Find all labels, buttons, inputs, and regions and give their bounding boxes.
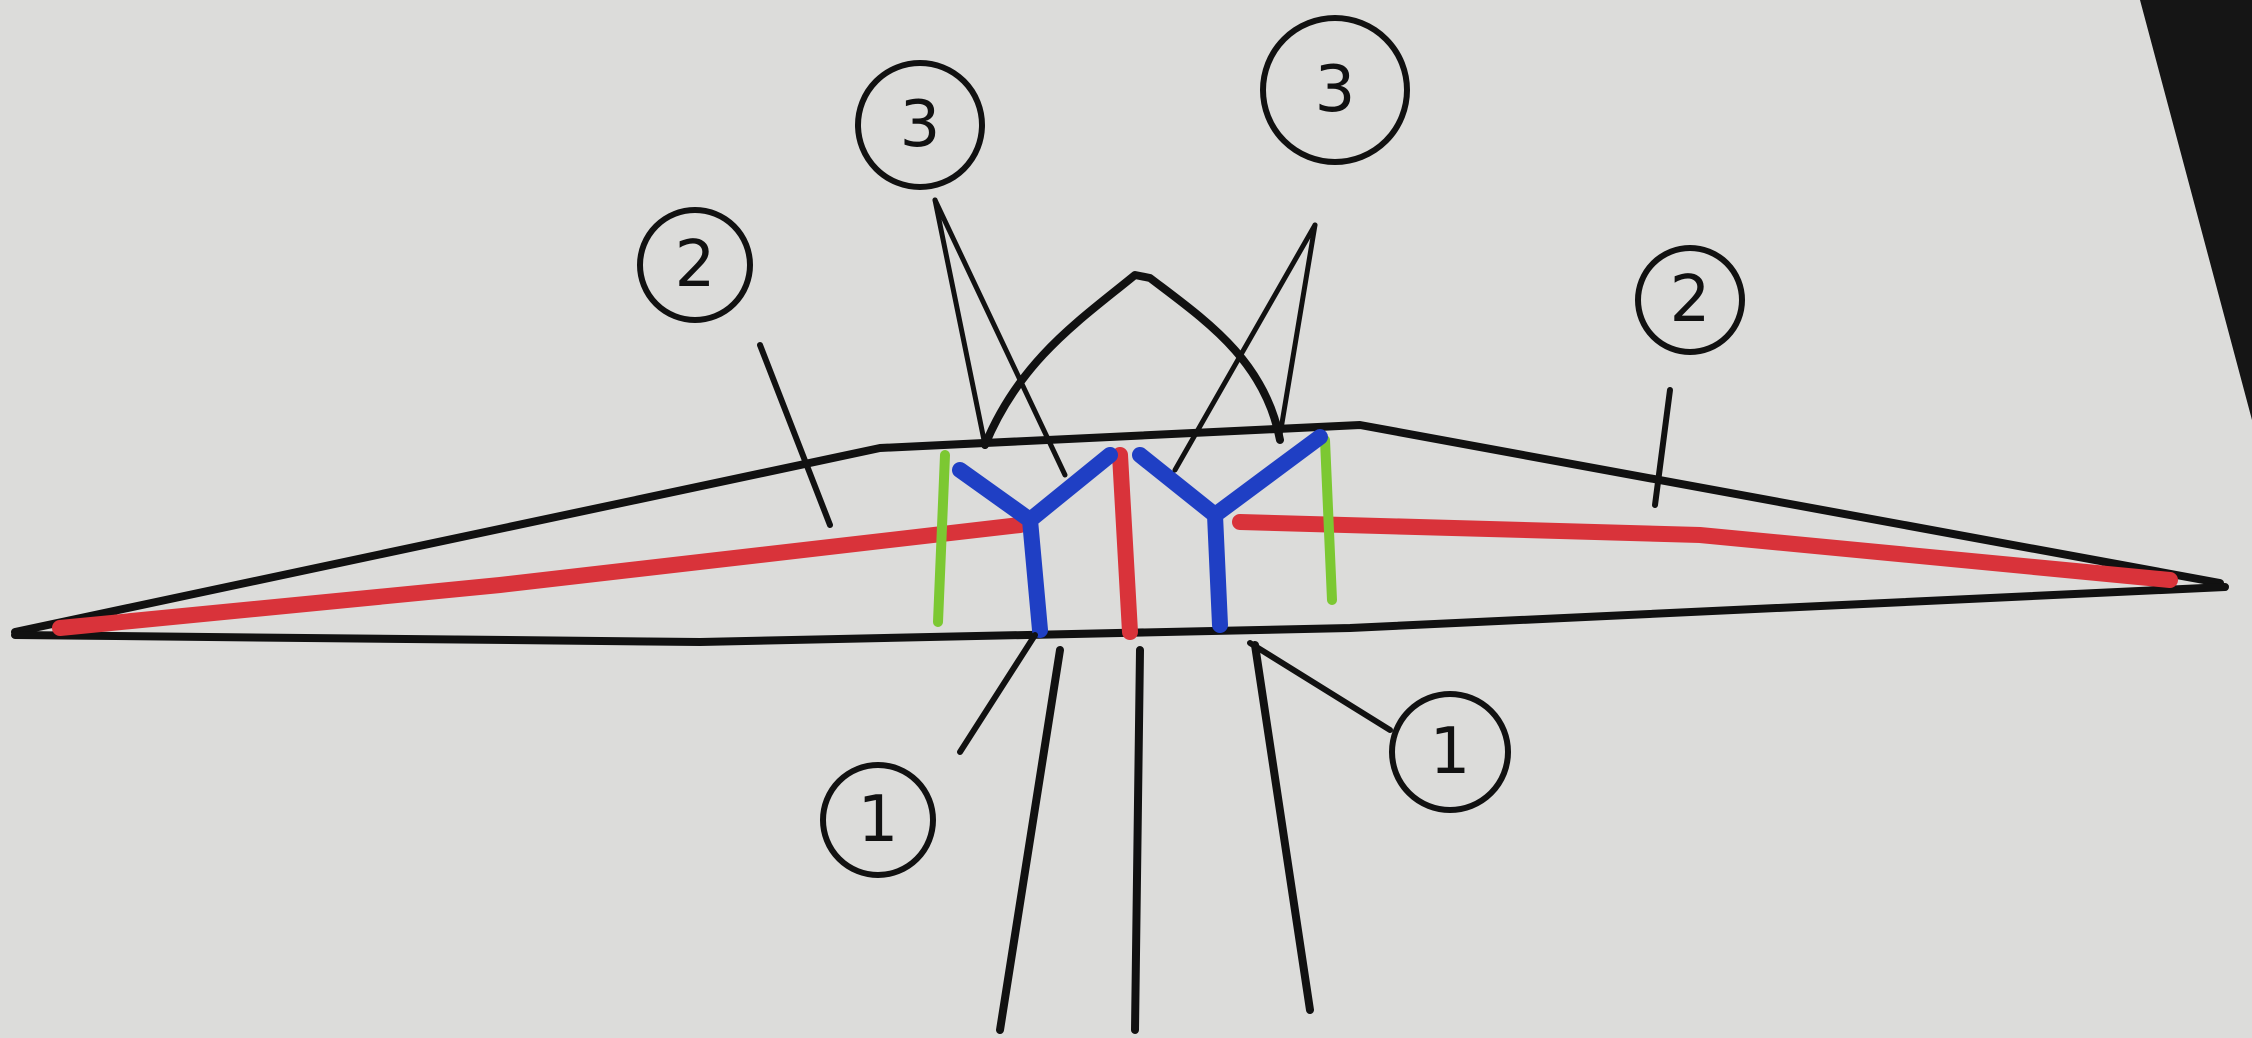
callout-1-left-label: 1 — [858, 783, 899, 857]
leader-2-right — [1652, 387, 1673, 508]
callout-1-left: 1 — [820, 762, 936, 878]
red-spar-right — [1232, 514, 2178, 588]
callout-1-right-label: 1 — [1430, 715, 1471, 789]
callout-3-left-label: 3 — [900, 88, 941, 162]
wing-outline-top — [11, 421, 2224, 636]
callout-3-left: 3 — [855, 60, 985, 190]
callout-2-right-label: 2 — [1670, 263, 1711, 337]
red-spar-left — [52, 517, 1028, 636]
green-rib-right — [1320, 435, 1337, 605]
wing-outline-bottom — [11, 583, 2229, 646]
blue-y-left — [952, 447, 1118, 638]
leader-2-left — [757, 342, 833, 528]
callout-2-left: 2 — [637, 207, 753, 323]
green-rib-left — [933, 450, 950, 627]
red-spar-center — [1112, 447, 1138, 640]
leader-1-right — [1247, 640, 1393, 733]
dome-outline — [981, 271, 1284, 449]
leader-1-left — [957, 632, 1038, 755]
strut-right — [1251, 641, 1314, 1014]
dark-corner — [2140, 0, 2252, 420]
leader-3-right-a — [1172, 222, 1318, 473]
strut-center — [1131, 646, 1144, 1034]
callout-3-right-label: 3 — [1315, 53, 1356, 127]
leader-3-left-b — [932, 197, 1068, 478]
leader-3-left-a — [932, 197, 988, 448]
strut-left — [996, 646, 1064, 1034]
callout-1-right: 1 — [1389, 691, 1511, 813]
callout-3-right: 3 — [1260, 15, 1410, 165]
leader-3-right-b — [1277, 222, 1318, 438]
callout-2-left-label: 2 — [675, 228, 716, 302]
blue-y-right — [1132, 429, 1328, 633]
callout-2-right: 2 — [1635, 245, 1745, 355]
